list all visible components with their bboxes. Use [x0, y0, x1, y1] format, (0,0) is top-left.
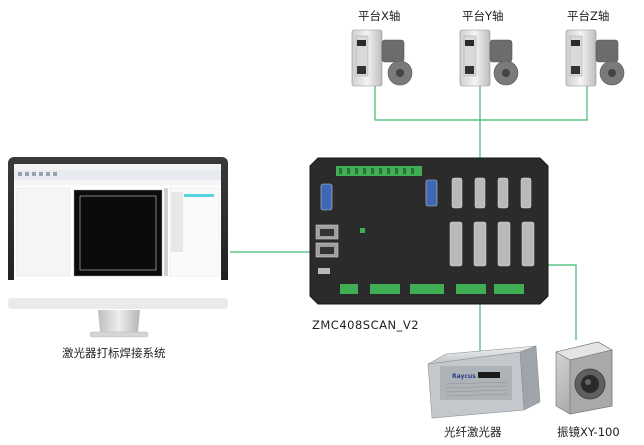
- galvo-scanner: [555, 341, 613, 415]
- controller-board: [309, 157, 549, 305]
- axis-bus-line: [374, 86, 588, 121]
- servo-y: [459, 29, 519, 87]
- laser-brand: Raycus: [452, 373, 476, 380]
- computer-label: 激光器打标焊接系统: [62, 346, 166, 360]
- servo-x: [351, 29, 413, 87]
- axis-x-label: 平台X轴: [358, 9, 401, 23]
- servo-z: [565, 29, 625, 87]
- computer-monitor: [8, 157, 228, 338]
- fiber-laser: Raycus: [427, 345, 541, 419]
- controller-label: ZMC408SCAN_V2: [312, 318, 420, 332]
- axis-z-label: 平台Z轴: [567, 9, 610, 23]
- laser-label: 光纤激光器: [444, 425, 502, 439]
- axis-y-label: 平台Y轴: [462, 9, 504, 23]
- galvo-label: 振镜XY-100: [557, 425, 620, 439]
